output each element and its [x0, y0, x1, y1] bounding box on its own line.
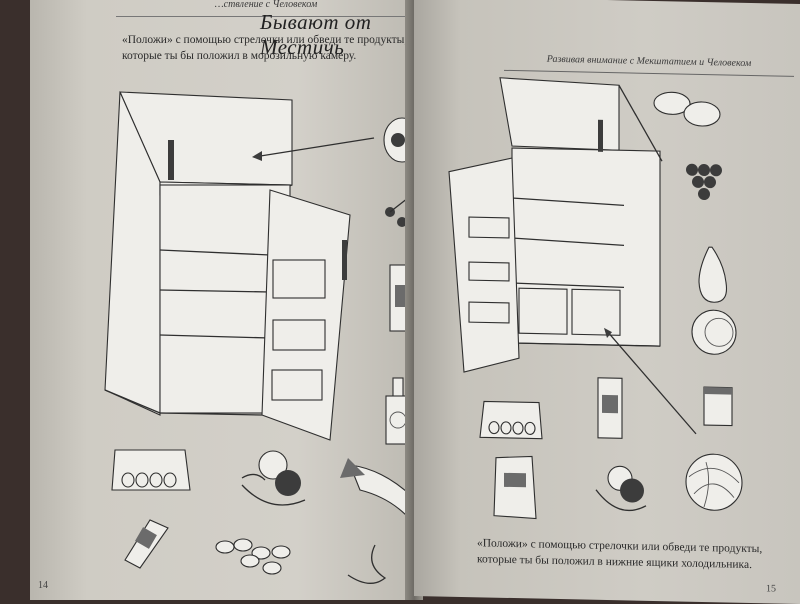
right-page: Развивая внимание с Мекштатием и Человек…	[414, 0, 800, 604]
left-page-illustration	[104, 91, 412, 584]
orange-icon	[691, 309, 737, 355]
page-title: Бывают от Местичь	[260, 10, 372, 59]
fruit-bowl-icon	[241, 450, 306, 506]
eggs-icon	[479, 400, 543, 440]
dumplings-icon	[215, 538, 291, 575]
flour-bag-icon	[493, 455, 537, 520]
fruit-bowl-icon	[595, 465, 647, 511]
refrigerator-open-icon	[104, 91, 351, 441]
fish-icon	[340, 458, 412, 523]
potatoes-icon	[653, 91, 721, 127]
left-instruction-text: «Положи» с помощью стрелочки или обведи …	[122, 34, 408, 62]
cabbage-icon	[685, 453, 743, 511]
arrow-icon	[252, 137, 375, 161]
left-page-number: 14	[38, 580, 48, 591]
left-page: …ствление с Человеком Бывают от Местичь …	[30, 0, 412, 600]
sausage-icon	[347, 544, 387, 584]
pear-icon	[698, 246, 728, 303]
grapes-icon	[686, 163, 722, 201]
left-page-header-banner: …ствление с Человеком	[116, 0, 412, 17]
eggs-icon	[111, 449, 191, 491]
ice-cream-icon	[124, 519, 169, 569]
arrow-icon	[604, 327, 697, 435]
jar-icon	[703, 386, 733, 427]
milk-carton-icon	[597, 377, 623, 439]
right-page-illustration	[448, 77, 743, 520]
refrigerator-open-icon	[448, 77, 663, 373]
